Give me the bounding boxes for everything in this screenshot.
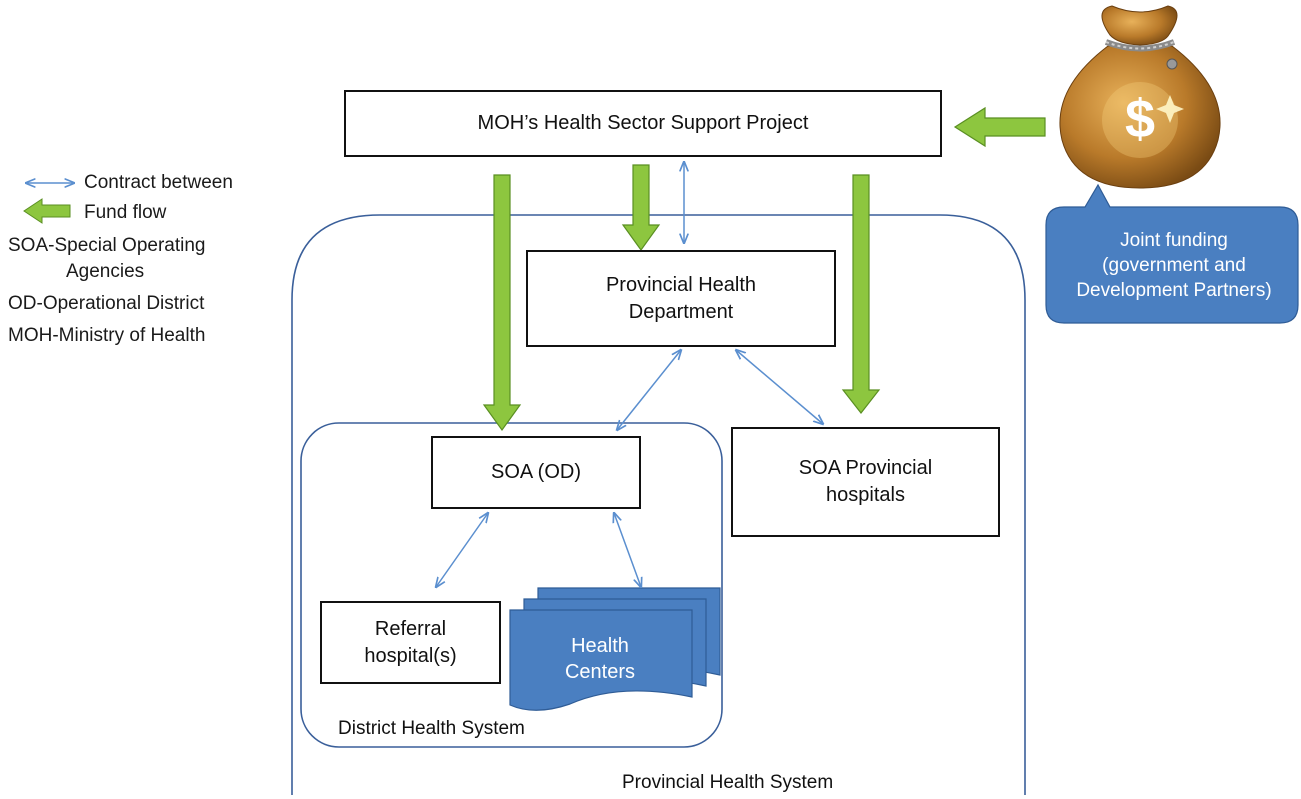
soa-od-box: SOA (OD): [431, 436, 641, 509]
district-health-system-label: District Health System: [338, 718, 525, 739]
legend-soa-cont: Agencies: [8, 256, 233, 288]
fund-arrow-to-phd: [621, 164, 661, 252]
legend-od-label: OD-Operational District: [8, 293, 205, 314]
legend-contract-label: Contract between: [84, 172, 233, 193]
health-centers-label-2: Centers: [564, 661, 636, 683]
contract-arrow-phd-soa-provincial: [736, 350, 823, 424]
provincial-health-system-region: [291, 214, 1026, 795]
legend-moh: MOH-Ministry of Health: [8, 320, 233, 352]
joint-funding-text: Joint funding (government and Developmen…: [1050, 228, 1298, 303]
referral-hospital-box: Referral hospital(s): [320, 601, 501, 684]
legend-contract: Contract between: [8, 168, 233, 198]
referral-label-2: hospital(s): [364, 644, 457, 667]
phd-label-2: Department: [628, 300, 734, 323]
contract-arrow-soa-od-referral: [436, 513, 488, 587]
contract-arrow-soa-od-health-centers: [614, 513, 641, 587]
joint-funding-line-3: Development Partners): [1076, 280, 1272, 301]
fund-arrow-from-donors: [953, 106, 1046, 148]
legend-od: OD-Operational District: [8, 288, 233, 320]
legend-moh-label: MOH-Ministry of Health: [8, 325, 206, 346]
soa-provincial-label-1: SOA Provincial: [798, 457, 933, 479]
legend-fund-label: Fund flow: [84, 202, 167, 223]
money-bag-icon: $: [1059, 5, 1221, 189]
joint-funding-callout: [1045, 183, 1299, 324]
district-health-system-region: [300, 422, 723, 748]
health-centers-label-1: Health: [571, 635, 629, 657]
soa-od-label: SOA (OD): [490, 461, 581, 483]
contract-arrow-phd-soa-od: [617, 350, 681, 430]
moh-project-box: MOH’s Health Sector Support Project: [344, 90, 942, 157]
moh-project-label: MOH’s Health Sector Support Project: [477, 112, 809, 134]
fund-arrow-to-soa-provincial: [841, 174, 881, 414]
soa-provincial-label-2: hospitals: [826, 484, 905, 506]
health-centers-icon: [509, 587, 721, 711]
phd-box: Provincial Health Department: [526, 250, 836, 347]
joint-funding-line-2: (government and: [1102, 255, 1246, 276]
legend-soa-label-2: Agencies: [66, 261, 145, 282]
legend-fund: Fund flow: [8, 198, 233, 228]
soa-provincial-box: SOA Provincial hospitals: [731, 427, 1000, 537]
phd-label-1: Provincial Health: [605, 273, 757, 296]
legend-soa: SOA-Special Operating: [8, 230, 233, 262]
provincial-health-system-label: Provincial Health System: [622, 772, 834, 793]
health-centers-label: Health Centers: [530, 633, 670, 685]
joint-funding-line-1: Joint funding: [1120, 230, 1228, 251]
legend-fund-arrow-icon: [23, 198, 71, 224]
dollar-sign: $: [1125, 89, 1155, 149]
legend-soa-label: SOA-Special Operating: [8, 235, 206, 256]
fund-arrow-to-soa-od: [482, 174, 522, 432]
legend: Contract between Fund flow SOA-Special O…: [8, 168, 233, 352]
referral-label-1: Referral: [374, 617, 447, 640]
